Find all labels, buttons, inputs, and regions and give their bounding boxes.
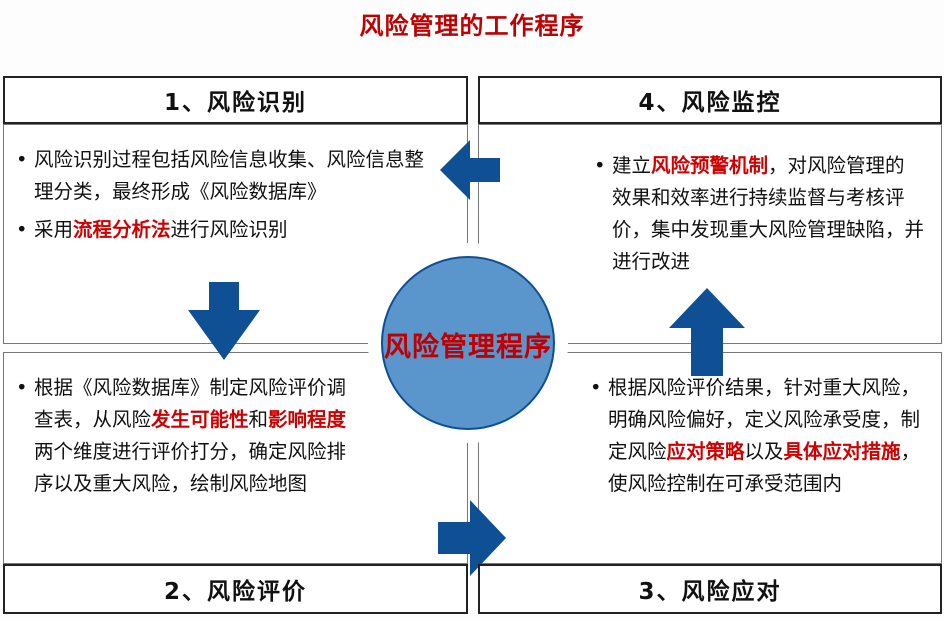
step-respond-header: 3、风险应对: [478, 564, 942, 614]
respond-bullets: 根据风险评价结果，针对重大风险，明确风险偏好，定义风险承受度，制定风险应对策略以…: [590, 372, 928, 500]
step-identify-header: 1、风险识别: [3, 76, 468, 124]
evaluate-bullets: 根据《风险数据库》制定风险评价调查表，从风险发生可能性和影响程度两个维度进行评价…: [16, 372, 356, 500]
arrow-up: [669, 288, 745, 376]
respond-bullet-1: 根据风险评价结果，针对重大风险，明确风险偏好，定义风险承受度，制定风险应对策略以…: [590, 372, 928, 500]
identify-bullets: 风险识别过程包括风险信息收集、风险信息整理分类，最终形成《风险数据库》 采用流程…: [16, 144, 428, 246]
diagram-title: 风险管理的工作程序: [359, 12, 585, 40]
evaluate-bullet-1: 根据《风险数据库》制定风险评价调查表，从风险发生可能性和影响程度两个维度进行评价…: [16, 372, 356, 500]
arrow-right: [438, 500, 506, 576]
step-evaluate-header: 2、风险评价: [3, 564, 468, 614]
monitor-bullets: 建立风险预警机制，对风险管理的效果和效率进行持续监督与考核评价，集中发现重大风险…: [594, 150, 924, 278]
arrow-left: [440, 140, 500, 200]
monitor-bullet-1: 建立风险预警机制，对风险管理的效果和效率进行持续监督与考核评价，集中发现重大风险…: [594, 150, 924, 278]
identify-bullet-2: 采用流程分析法进行风险识别: [16, 214, 428, 246]
step-monitor-header: 4、风险监控: [478, 76, 942, 124]
identify-bullet-1: 风险识别过程包括风险信息收集、风险信息整理分类，最终形成《风险数据库》: [16, 144, 428, 208]
arrow-down: [188, 282, 260, 360]
center-circle-fill: [381, 256, 555, 430]
center-label: 风险管理程序: [384, 332, 552, 363]
